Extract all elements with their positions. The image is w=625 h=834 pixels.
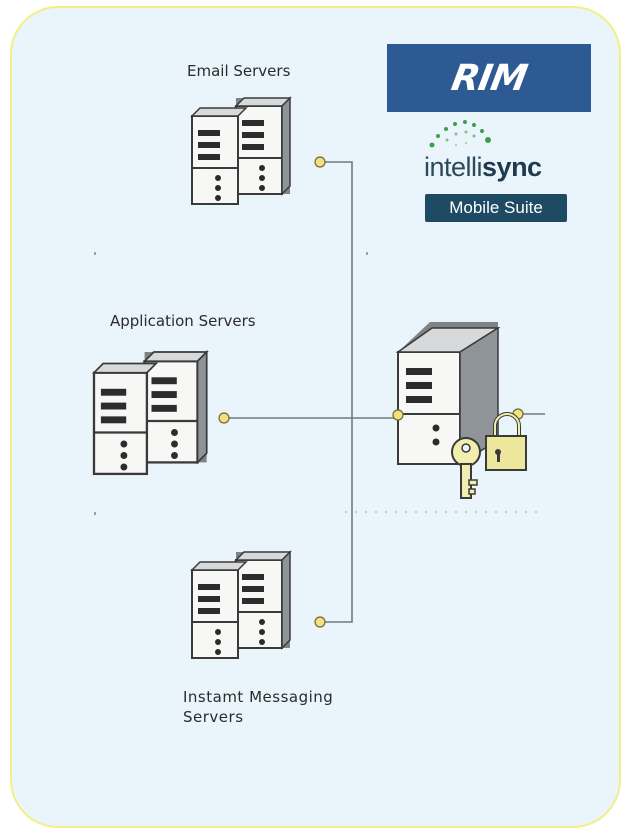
stray-ticks [94, 252, 368, 515]
intellisync-dots-icon [429, 120, 491, 148]
im-servers-label-line1: Instamt Messaging [183, 688, 334, 706]
connector-lines [228, 161, 545, 623]
key-icon [451, 437, 481, 499]
mobile-suite-text: Mobile Suite [449, 198, 543, 217]
im-servers-label-line2: Servers [183, 708, 244, 726]
application-server-icon [92, 350, 208, 476]
intellisync-light-text: intelli [424, 152, 483, 182]
mobile-suite-badge: Mobile Suite [425, 194, 567, 222]
intellisync-bold-text: sync [482, 152, 542, 182]
padlock-icon [485, 412, 527, 471]
im-server-icon [191, 551, 291, 659]
email-servers-label: Email Servers [187, 62, 291, 80]
gateway-server-icon [395, 322, 501, 466]
email-connector-dot [314, 156, 326, 168]
app-connector-dot [218, 412, 230, 424]
intellisync-logo: intellisync [424, 152, 574, 183]
gateway-left-connector-dot [392, 409, 404, 421]
rim-logo-text: RIM [448, 57, 530, 99]
rim-logo: RIM [387, 44, 591, 112]
im-connector-dot [314, 616, 326, 628]
email-server-icon [191, 97, 291, 205]
application-servers-label: Application Servers [110, 312, 256, 330]
